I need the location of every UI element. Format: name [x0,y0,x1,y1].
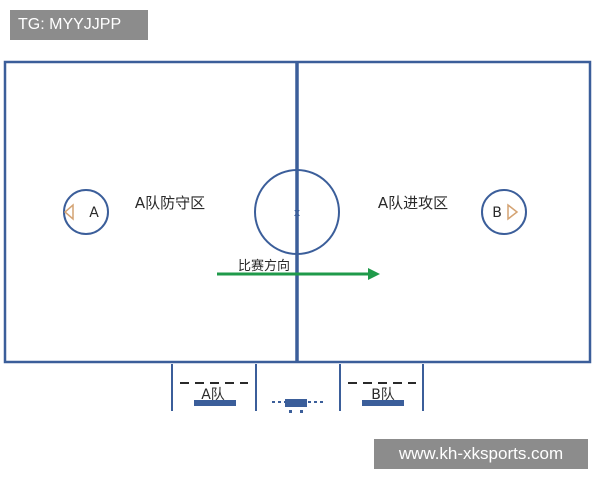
right-zone-label: A队进攻区 [378,194,448,212]
watermark-bottom-right: www.kh-xksports.com [374,439,588,469]
team-a-circle [63,189,109,235]
scorer-table [285,399,307,407]
direction-label: 比赛方向 [238,258,290,274]
team-a-bench-label: A队 [201,387,225,403]
team-b-marker-label: B [492,205,502,221]
bench-area: A队 B队 [171,364,424,413]
watermark-top-left: TG: MYYJJPP [10,10,148,40]
right-triangle-icon [507,203,519,221]
left-zone-label: A队防守区 [135,194,205,212]
team-b-bench-label: B队 [371,387,395,403]
center-circle [254,169,340,255]
team-b-bench [362,400,404,406]
team-a-bench [194,400,236,406]
center-mark: x [294,206,301,219]
direction-arrow-icon [368,268,380,280]
left-triangle-icon [63,203,74,221]
team-a-marker-label: A [89,205,99,221]
team-b-circle [481,189,527,235]
